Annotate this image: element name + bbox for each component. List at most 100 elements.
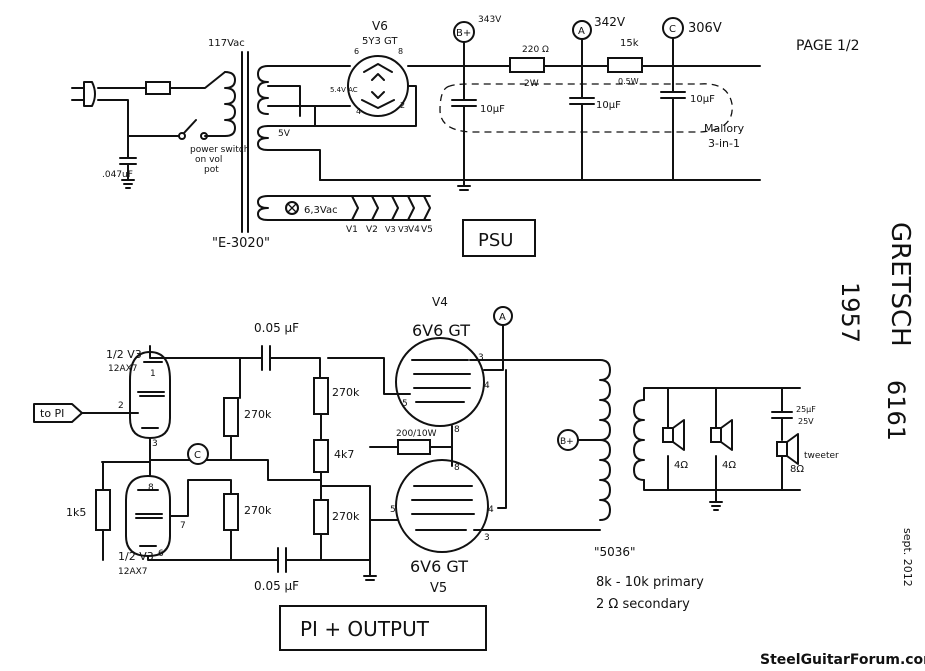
output-label-box bbox=[279, 605, 487, 651]
resistor-1k5 bbox=[95, 489, 111, 531]
input-tag-label: to PI bbox=[40, 407, 64, 420]
psu-section: power switch on vol pot .047uF 117Vac 5V… bbox=[71, 15, 761, 257]
resistor-270k-1-value: 270k bbox=[244, 408, 272, 421]
rectifier-type: 5Y3 GT bbox=[362, 36, 398, 47]
ground-icon bbox=[363, 575, 377, 581]
primary-winding bbox=[224, 71, 236, 137]
v3-bottom-pin-8: 8 bbox=[148, 483, 154, 493]
power-switch bbox=[127, 119, 208, 140]
model-title: 6161 bbox=[882, 380, 910, 441]
tweeter-icon bbox=[776, 433, 799, 491]
coupling-cap-top-value: 0.05 µF bbox=[254, 321, 299, 335]
v3-top-pin-3: 3 bbox=[152, 439, 158, 449]
speaker-2-icon bbox=[710, 387, 733, 491]
resistor-270k-4-value: 270k bbox=[244, 504, 272, 517]
output-section-label: PI + OUTPUT bbox=[300, 617, 430, 641]
speaker-1-impedance: 4Ω bbox=[674, 460, 688, 471]
heater-voltage-label: 6,3Vac bbox=[304, 205, 338, 216]
fuse bbox=[145, 81, 171, 95]
node-a-psu bbox=[572, 20, 592, 67]
ot-spec-secondary: 2 Ω secondary bbox=[596, 597, 690, 612]
pilot-lamp-icon bbox=[285, 201, 299, 215]
node-c-voltage: 306V bbox=[688, 21, 722, 36]
output-section: 1/2 V3 12AX7 1 2 3 to PI 0.05 µF 270k 27… bbox=[33, 295, 839, 651]
transformer-label: "E-3020" bbox=[212, 236, 270, 251]
ac-plug-icon bbox=[71, 81, 96, 107]
tube-v3-top bbox=[129, 351, 171, 439]
tube-v5 bbox=[395, 459, 489, 553]
node-c-output bbox=[187, 443, 209, 465]
ground-icon bbox=[121, 179, 135, 189]
v3-bottom-pin-6: 6 bbox=[158, 549, 164, 559]
filter-cap-2-value: 10µF bbox=[596, 100, 621, 111]
v5-type: 6V6 GT bbox=[410, 557, 468, 576]
page-label: PAGE 1/2 bbox=[796, 38, 860, 54]
tweeter-cap-value: 25µF bbox=[796, 405, 816, 414]
tweeter-impedance: 8Ω bbox=[790, 464, 804, 475]
node-bplus-psu bbox=[453, 21, 475, 67]
filter-cap-3 bbox=[660, 65, 686, 181]
resistor-1k5-value: 1k5 bbox=[66, 506, 86, 519]
heater-winding bbox=[257, 195, 269, 221]
rect-filament-label: 5.4V AC bbox=[330, 86, 358, 94]
can-cap-outline bbox=[439, 83, 733, 133]
watermark: SteelGuitarForum.com bbox=[760, 652, 925, 668]
v4-pin-5: 5 bbox=[402, 399, 408, 409]
input-tag bbox=[33, 403, 139, 423]
v3-bottom-name: 1/2 V3 bbox=[118, 550, 154, 563]
v5-pin-4: 4 bbox=[488, 505, 494, 515]
ground-icon bbox=[457, 179, 471, 191]
can-cap-label-2: 3-in-1 bbox=[708, 137, 740, 150]
rect-pin-4: 4 bbox=[356, 107, 361, 116]
node-c-psu-label: C bbox=[669, 24, 676, 35]
year-title: 1957 bbox=[836, 282, 864, 343]
resistor-15k-power: 0.5W bbox=[618, 77, 639, 86]
v4-pin-3: 3 bbox=[478, 353, 484, 363]
switch-label-1: power switch bbox=[190, 145, 249, 155]
resistor-200-10w-value: 200/10W bbox=[396, 429, 437, 439]
hv-secondary-winding bbox=[257, 65, 269, 115]
resistor-15k bbox=[607, 57, 643, 73]
tweeter-label: tweeter bbox=[804, 451, 839, 461]
resistor-270k-2-value: 270k bbox=[332, 386, 360, 399]
resistor-220 bbox=[509, 57, 545, 73]
tube-v3-bottom bbox=[125, 475, 171, 557]
psu-label-box bbox=[462, 219, 536, 257]
speaker-1-icon bbox=[662, 387, 685, 491]
v5-pin-8: 8 bbox=[454, 463, 460, 473]
v4-type: 6V6 GT bbox=[412, 321, 470, 340]
node-c-psu bbox=[662, 17, 684, 67]
coupling-cap-top bbox=[239, 345, 321, 381]
can-cap-label-1: Mallory bbox=[704, 122, 745, 135]
v3-bottom-type: 12AX7 bbox=[118, 567, 148, 577]
resistor-270k-3 bbox=[313, 499, 329, 535]
node-a-output-label: A bbox=[499, 312, 506, 323]
resistor-270k-4 bbox=[223, 493, 239, 531]
v5-pin-5: 5 bbox=[390, 505, 396, 515]
rectifier-name: V6 bbox=[372, 19, 388, 33]
v4-name: V4 bbox=[432, 295, 448, 309]
brand-title: GRETSCH bbox=[885, 222, 915, 347]
resistor-4k7 bbox=[313, 439, 329, 473]
resistor-270k-2 bbox=[313, 377, 329, 415]
resistor-270k-1 bbox=[223, 397, 239, 437]
heater-tap-v5: V5 bbox=[421, 225, 433, 235]
node-a-voltage: 342V bbox=[594, 15, 626, 29]
resistor-15k-value: 15k bbox=[620, 38, 639, 49]
heater-tap-v3: V3 V3 bbox=[385, 225, 409, 234]
v3-top-pin-1: 1 bbox=[150, 369, 156, 379]
v4-pin-4: 4 bbox=[484, 381, 490, 391]
rect-pin-8: 8 bbox=[398, 47, 403, 56]
heater-tap-v2: V2 bbox=[366, 225, 378, 235]
transformer-core bbox=[241, 51, 249, 233]
rect-filament-winding bbox=[257, 125, 269, 151]
ot-spec-primary: 8k - 10k primary bbox=[596, 575, 704, 590]
v5-pin-3: 3 bbox=[484, 533, 490, 543]
date-label: sept. 2012 bbox=[901, 528, 914, 587]
tweeter-cap-voltage: 25V bbox=[798, 417, 814, 426]
node-bplus-output-label: B+ bbox=[560, 437, 574, 447]
v4-pin-8: 8 bbox=[454, 425, 460, 435]
psu-section-label: PSU bbox=[478, 230, 513, 251]
ot-primary-winding bbox=[599, 359, 611, 521]
